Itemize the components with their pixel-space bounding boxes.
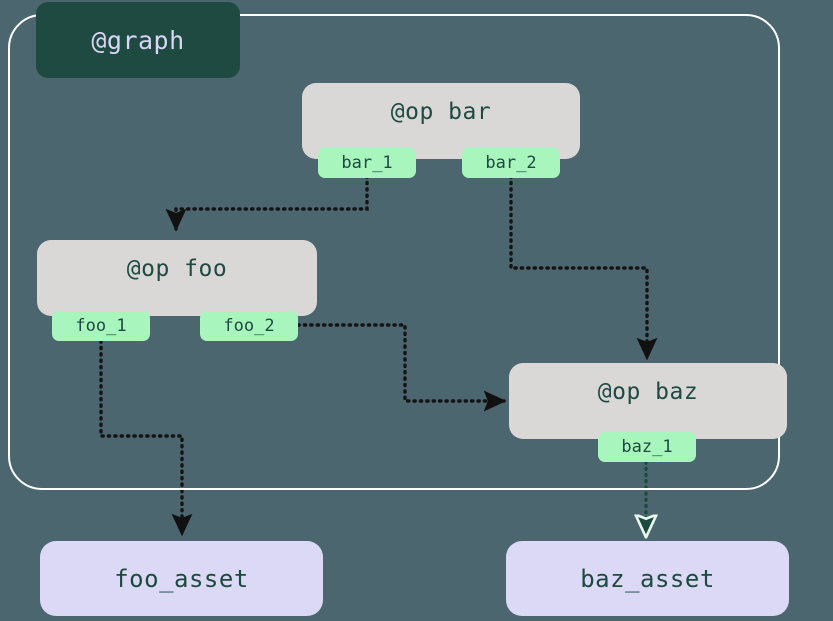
asset-baz-label: baz_asset [580, 564, 715, 593]
port-baz-1[interactable]: baz_1 [598, 432, 696, 462]
port-foo-1[interactable]: foo_1 [52, 311, 150, 341]
port-bar-2[interactable]: bar_2 [462, 148, 560, 178]
op-bar-title: @op bar [390, 99, 492, 125]
port-baz-1-label: baz_1 [621, 437, 673, 457]
graph-label[interactable]: @graph [36, 2, 240, 78]
op-node-foo[interactable]: @op foo [37, 240, 317, 316]
graph-container[interactable] [8, 14, 780, 490]
op-baz-title: @op baz [597, 379, 699, 405]
graph-label-text: @graph [91, 25, 185, 55]
asset-node-foo-asset[interactable]: foo_asset [40, 541, 323, 616]
op-node-bar[interactable]: @op bar [302, 83, 580, 159]
port-bar-2-label: bar_2 [485, 153, 537, 173]
asset-foo-label: foo_asset [114, 564, 249, 593]
op-node-baz[interactable]: @op baz [509, 363, 787, 439]
port-bar-1[interactable]: bar_1 [318, 148, 416, 178]
port-foo-1-label: foo_1 [75, 316, 127, 336]
port-bar-1-label: bar_1 [341, 153, 393, 173]
asset-node-baz-asset[interactable]: baz_asset [506, 541, 789, 616]
port-foo-2-label: foo_2 [223, 316, 275, 336]
op-foo-title: @op foo [126, 256, 228, 282]
port-foo-2[interactable]: foo_2 [200, 311, 298, 341]
